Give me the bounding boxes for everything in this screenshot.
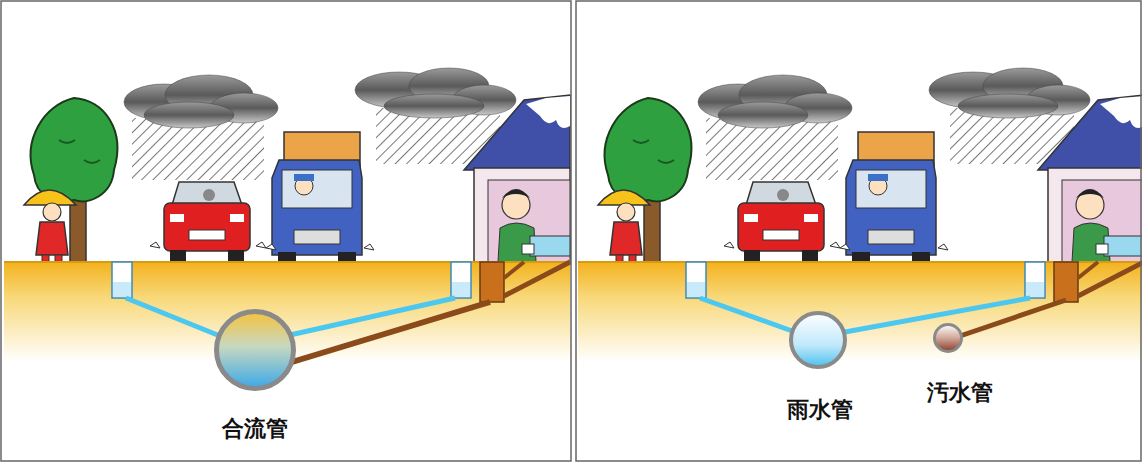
combined-panel <box>1 1 571 461</box>
pipe-circle <box>789 311 847 369</box>
pipe-label: 合流管 <box>222 417 288 441</box>
pipe-label: 雨水管 <box>787 398 853 422</box>
pipe-circle <box>214 309 296 391</box>
pipe-node: 合流管 <box>214 309 296 391</box>
pipe-node: 汚水管 <box>933 323 963 353</box>
separate-panel <box>576 1 1142 461</box>
pipe-circle <box>933 323 963 353</box>
pipe-node: 雨水管 <box>789 311 847 369</box>
pipe-label: 汚水管 <box>927 381 993 405</box>
